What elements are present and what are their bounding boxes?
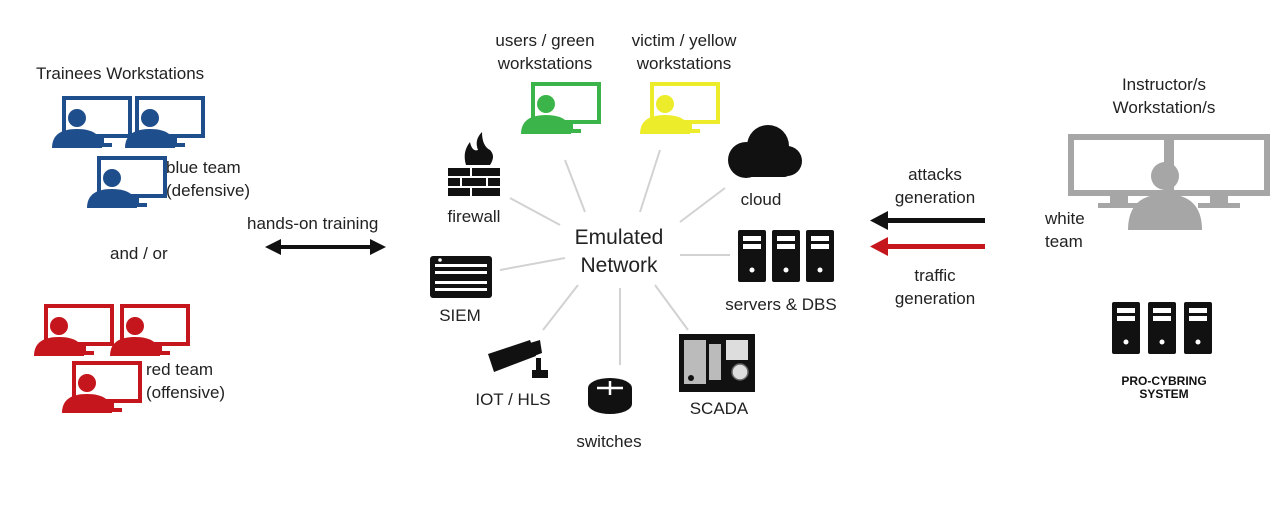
instructor-monitor-icon — [1171, 137, 1267, 208]
instructor-person-icon — [1151, 162, 1179, 190]
cloud-label: cloud — [740, 190, 782, 209]
iot-label: IOT / HLS — [475, 390, 551, 409]
red-workstation-icon — [32, 304, 114, 358]
red-workstation-icon — [108, 304, 190, 358]
hands-on-training-label: hands-on training — [247, 214, 379, 233]
and-or-label: and / or — [110, 244, 168, 263]
emulated-network-label: Emulated Network — [574, 226, 664, 277]
cloud-icon — [728, 125, 802, 178]
pro-cybring-system: PRO-CYBRING SYSTEM — [1062, 281, 1266, 419]
attacks-generation-label: attacks generation — [894, 165, 976, 207]
hands-on-arrow — [265, 239, 386, 255]
router-icon — [588, 378, 632, 414]
red-team-label: red team (offensive) — [146, 360, 226, 402]
system-label-line2: SYSTEM — [1139, 387, 1189, 401]
red-workstation-icon — [60, 361, 142, 415]
servers-label: servers & DBS — [725, 295, 837, 314]
system-label-line1: PRO-CYBRING — [1121, 374, 1207, 388]
blue-workstation-icon — [50, 96, 132, 150]
network-spokes — [499, 149, 730, 365]
switches-label: switches — [576, 432, 642, 451]
camera-icon — [488, 340, 548, 378]
traffic-arrow — [870, 237, 985, 256]
blue-workstation-icon — [85, 156, 167, 210]
trainees-title: Trainees Workstations — [36, 64, 205, 83]
white-team-label: white team — [1045, 209, 1085, 251]
scada-label: SCADA — [689, 399, 749, 418]
siem-icon — [430, 256, 492, 298]
instructor-title: Instructor/s Workstation/s — [1112, 75, 1216, 117]
firewall-label: firewall — [447, 207, 501, 226]
server-rack-icon — [738, 230, 834, 282]
siem-label: SIEM — [439, 306, 481, 325]
instructor-workstations — [1071, 137, 1267, 230]
green-workstation-icon — [519, 82, 601, 136]
blue-team-label: blue team (defensive) — [166, 158, 251, 200]
firewall-icon — [448, 132, 500, 196]
blue-workstation-icon — [123, 96, 205, 150]
traffic-generation-label: traffic generation — [894, 266, 976, 308]
victim-label: victim / yellow workstations — [631, 31, 737, 73]
attacks-arrow — [870, 211, 985, 230]
scada-panel-icon — [679, 334, 755, 392]
yellow-workstation-icon — [638, 82, 720, 136]
users-label: users / green workstations — [495, 31, 595, 73]
